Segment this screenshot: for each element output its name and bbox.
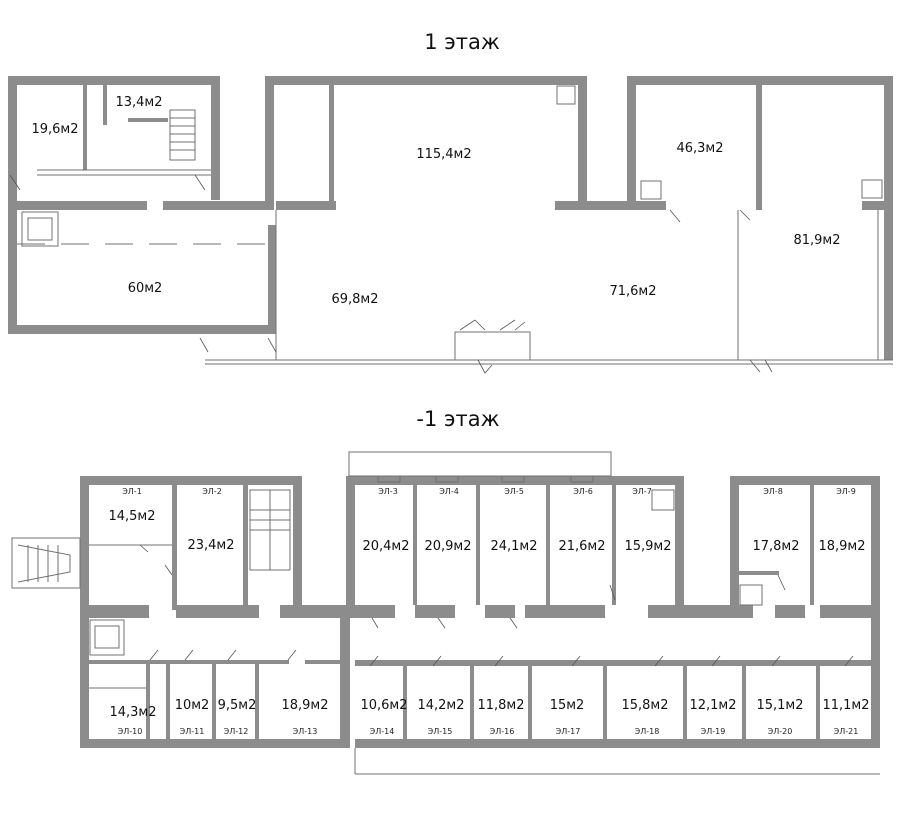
first-floor-title: 1 этаж [424,30,500,54]
room-code: ЭЛ-12 [224,727,249,736]
basement-room-labels: ЭЛ-1 ЭЛ-2 ЭЛ-3 ЭЛ-4 ЭЛ-5 ЭЛ-6 ЭЛ-7 ЭЛ-8 … [108,487,869,736]
room-code: ЭЛ-11 [180,727,205,736]
shaft-icon [21,85,883,247]
room-code: ЭЛ-8 [763,487,783,496]
room-area: 10,6м2 [360,698,407,713]
room-area: 10м2 [175,698,210,713]
room-area: 19,6м2 [31,122,78,137]
room-code: ЭЛ-19 [701,727,726,736]
room-code: ЭЛ-2 [202,487,222,496]
room-area: 12,1м2 [689,698,736,713]
room-area: 20,4м2 [362,539,409,554]
room-area: 13,4м2 [115,95,162,110]
room-code: ЭЛ-16 [490,727,515,736]
shaft-icon [89,475,763,656]
room-area: 15м2 [550,698,585,713]
room-area: 115,4м2 [416,147,471,162]
room-area: 24,1м2 [490,539,537,554]
room-area: 23,4м2 [187,538,234,553]
room-code: ЭЛ-15 [428,727,453,736]
room-code: ЭЛ-3 [378,487,398,496]
stair-icon [169,109,196,161]
room-area: 14,5м2 [108,509,155,524]
room-area: 21,6м2 [558,539,605,554]
door-icon [9,174,773,374]
room-code: ЭЛ-5 [504,487,524,496]
stair-icon [11,489,291,589]
room-code: ЭЛ-7 [632,487,652,496]
room-code: ЭЛ-13 [293,727,318,736]
room-area: 81,9м2 [793,233,840,248]
room-code: ЭЛ-1 [122,487,142,496]
room-code: ЭЛ-6 [573,487,593,496]
room-area: 15,1м2 [756,698,803,713]
basement-walls [80,451,880,775]
room-area: 71,6м2 [609,284,656,299]
room-area: 60м2 [128,281,163,296]
room-area: 18,9м2 [818,539,865,554]
room-code: ЭЛ-4 [439,487,459,496]
room-area: 15,9м2 [624,539,671,554]
room-area: 17,8м2 [752,539,799,554]
room-area: 14,2м2 [417,698,464,713]
room-area: 11,1м2 [822,698,869,713]
first-floor-walls [8,76,893,365]
room-area: 15,8м2 [621,698,668,713]
room-code: ЭЛ-18 [635,727,660,736]
room-code: ЭЛ-14 [370,727,395,736]
room-area: 20,9м2 [424,539,471,554]
room-code: ЭЛ-10 [118,727,143,736]
room-area: 69,8м2 [331,292,378,307]
first-floor-plan: 1 этаж [8,30,893,374]
room-code: ЭЛ-20 [768,727,793,736]
basement-plan: -1 этаж [11,407,880,775]
room-code: ЭЛ-21 [834,727,859,736]
room-area: 18,9м2 [281,698,328,713]
basement-title: -1 этаж [416,407,499,431]
room-area: 11,8м2 [477,698,524,713]
first-floor-room-labels: 19,6м2 13,4м2 115,4м2 46,3м2 60м2 69,8м2… [31,95,840,307]
room-area: 46,3м2 [676,141,723,156]
room-area: 14,3м2 [109,705,156,720]
room-code: ЭЛ-9 [836,487,856,496]
room-area: 9,5м2 [218,698,257,713]
door-icon [139,544,854,667]
room-code: ЭЛ-17 [556,727,581,736]
